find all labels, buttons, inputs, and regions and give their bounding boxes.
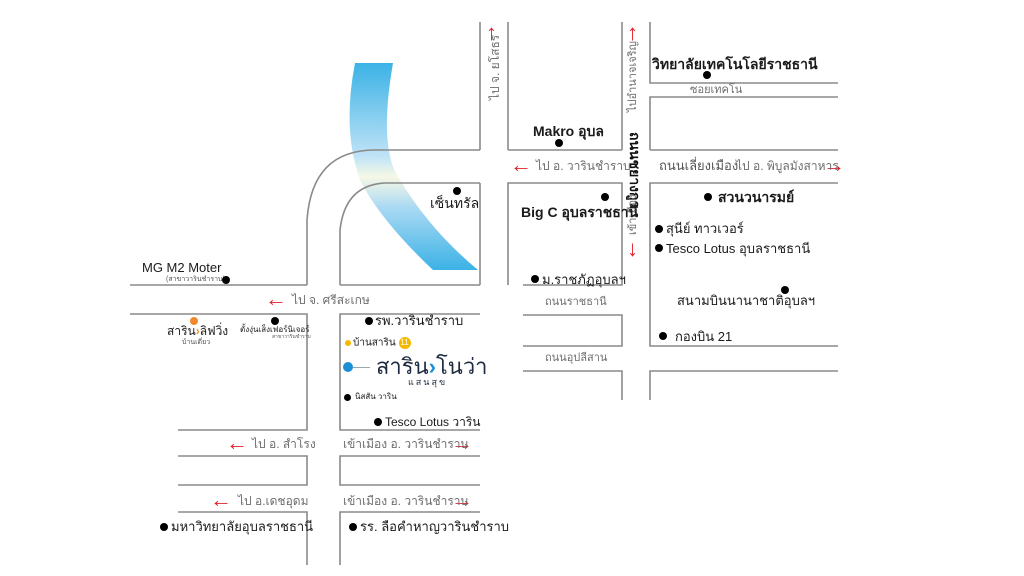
place-tesco-ubon: Tesco Lotus อุบลราชธานี — [666, 241, 811, 256]
road-label-to-amnat: ไปอำนาจเจริญ — [627, 41, 639, 112]
road-label-to-samrong: ไป อ. สำโรง — [252, 437, 316, 451]
location-dot — [365, 317, 373, 325]
river — [349, 63, 478, 270]
chevron-icon: › — [428, 354, 436, 379]
arrow-left-icon: ← — [210, 487, 232, 512]
place-big-c: Big C อุบลราชธานี — [521, 204, 639, 220]
arrow-up-icon: ↑ — [627, 20, 638, 45]
arrow-left-icon: ← — [226, 430, 248, 455]
sarin-nova-logo: สาริน›โนว่า — [376, 356, 488, 378]
sarin-living-name-a: สาริน — [167, 324, 196, 338]
place-mg: MG M2 Moter — [142, 260, 222, 275]
sarin-living-name-b: ลิฟวิ่ง — [199, 324, 229, 338]
place-wing21: กองบิน 21 — [675, 329, 733, 344]
road-label-uppalisan: ถนนอุปลีสาน — [545, 352, 608, 364]
road-curve-outer — [306, 149, 480, 285]
sarin-nova-connector — [353, 367, 370, 368]
road-label-liang-mueang: ถนนเลี่ยงเมือง — [659, 158, 739, 173]
road-label-to-det-udom: ไป อ.เดชอุดม — [238, 494, 309, 508]
arrow-left-icon: ← — [510, 152, 532, 177]
place-airport: สนามบินนานาชาติอุบลฯ — [677, 293, 816, 308]
location-dot — [344, 394, 351, 401]
place-furniture-sub: สาขาวารินชำราบ — [272, 334, 311, 340]
road-label-to-yasothon: ไป จ. ยโสธร — [488, 34, 502, 100]
road-techno-lower — [649, 96, 838, 150]
place-makro: Makro อุบล — [533, 123, 604, 139]
place-baan-sarin: บ้านสาริน 11 — [353, 337, 411, 349]
location-dot — [222, 276, 230, 284]
sarin-living-sub: บ้านเดี่ยว — [182, 339, 211, 346]
location-dot — [781, 286, 789, 294]
place-ubon-university: มหาวิทยาลัยอุบลราชธานี — [171, 519, 314, 534]
location-dot — [531, 275, 539, 283]
location-dot — [374, 418, 382, 426]
location-dot — [349, 523, 357, 531]
sarin-nova-name-a: สาริน — [376, 354, 429, 379]
road-chayangkun-right — [649, 22, 838, 84]
road-label-to-city-warin-2: เข้าเมือง อ. วารินชำราบ — [343, 494, 469, 508]
place-sunee-tower: สุนีย์ ทาวเวอร์ — [666, 221, 744, 236]
arrow-right-icon: → — [823, 152, 845, 177]
baan-sarin-label: บ้านสาริน — [353, 337, 396, 349]
location-dot — [271, 317, 279, 325]
place-warin-hospital: รพ.วารินชำราบ — [375, 313, 464, 328]
place-suan-nareumon: สวนวนารมย์ — [718, 189, 795, 205]
road-label-to-sisaket: ไป จ. ศรีสะเกษ — [292, 293, 370, 307]
location-dot — [659, 332, 667, 340]
arrow-down-icon: ↓ — [627, 236, 638, 261]
place-tesco-warin: Tesco Lotus วาริน — [385, 415, 481, 429]
road-label-to-warin-top: ไป อ. วารินชำราบ — [536, 159, 631, 173]
arrow-left-icon: ← — [265, 286, 287, 311]
road-label-soi-techno: ซอยเทคโน — [690, 84, 743, 96]
road-label-to-city-warin-1: เข้าเมือง อ. วารินชำราบ — [343, 437, 469, 451]
place-mg-branch: (สาขาวารินชำราบ) — [166, 276, 225, 283]
location-dot — [601, 193, 609, 201]
arrow-right-icon: → — [451, 430, 473, 455]
road-curve-inner — [339, 182, 480, 285]
location-dot — [655, 225, 663, 233]
location-dot — [555, 139, 563, 147]
baan-sarin-badge: 11 — [398, 337, 411, 349]
location-dot — [704, 193, 712, 201]
place-central: เซ็นทรัล — [430, 195, 480, 211]
arrow-right-icon: → — [451, 487, 473, 512]
road-label-ratchathani: ถนนราชธานี — [545, 296, 607, 308]
sarin-nova-marker — [343, 362, 353, 372]
place-furniture: ตั้งงุ่นเส็งเฟอร์นิเจอร์ — [240, 325, 310, 334]
location-dot — [703, 71, 711, 79]
place-lue-school: รร. ลือคำหาญวารินชำราบ — [360, 519, 510, 534]
sarin-nova-name-b: โนว่า — [435, 354, 488, 379]
sarin-nova-sub: แสนสุข — [408, 377, 448, 387]
place-rajabhat: ม.ราชภัฏอุบลฯ — [542, 272, 626, 287]
place-nissan: นิสสัน วาริน — [355, 392, 397, 401]
sarin-living-orange-dot — [190, 317, 198, 325]
chevron-icon: › — [195, 324, 200, 338]
arrow-up-icon: ↑ — [486, 20, 497, 45]
road-label-to-phibun: ไป อ. พิบูลมังสาหาร — [736, 159, 839, 173]
baan-sarin-dot — [345, 340, 351, 346]
location-dot — [453, 187, 461, 195]
sarin-living-logo: สาริน›ลิฟวิ่ง — [167, 325, 228, 337]
place-techno-college: วิทยาลัยเทคโนโลยีราชธานี — [652, 56, 818, 72]
location-dot — [160, 523, 168, 531]
location-dot — [655, 244, 663, 252]
